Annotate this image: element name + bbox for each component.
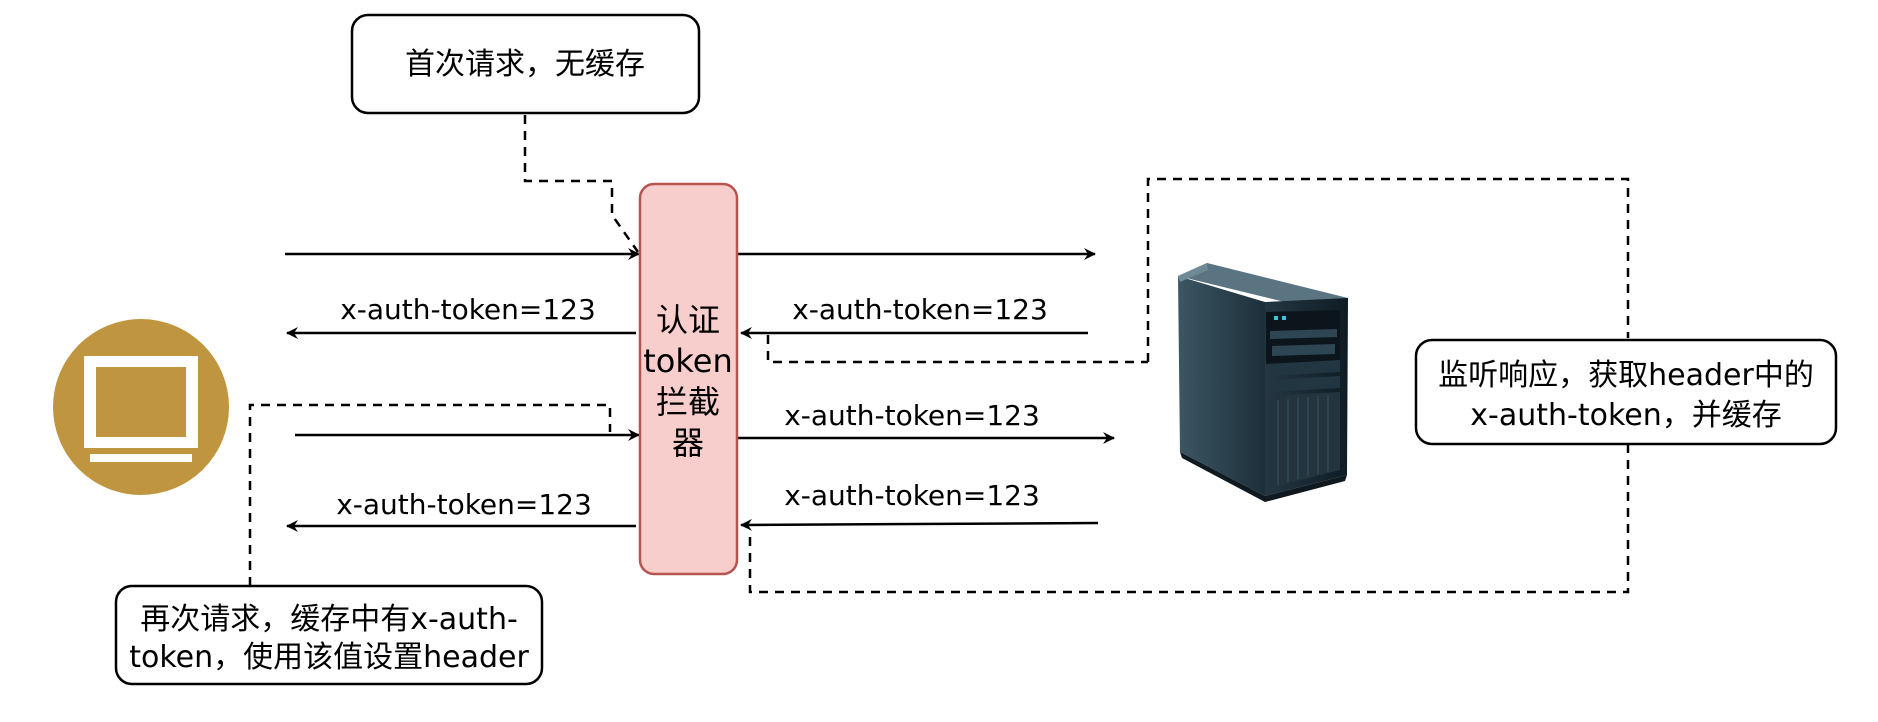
listen-response-note-line2: x-auth-token，并缓存 [1470,398,1781,433]
listen-response-note-box [1414,338,1838,446]
interceptor-label-line4: 器 [672,424,704,462]
server-response-listener-connector [1146,177,1630,362]
interceptor-label-line3: 拦截 [656,383,720,421]
interceptor-label-line2: token [643,342,732,380]
server-to-interceptor-response-2 [740,518,1099,531]
first-request-note-box [350,13,701,115]
second-request-note-box [114,584,544,686]
response-from-server-label-2: x-auth-token=123 [784,479,1040,512]
response-to-client-label-1: x-auth-token=123 [340,293,596,326]
listen-response-note-line1: 监听响应，获取header中的 [1438,358,1814,393]
second-request-note-connector [248,403,612,586]
server-response-listener-connector-lower [748,444,1630,594]
response-from-server-label-1: x-auth-token=123 [792,293,1048,326]
second-request-note: 再次请求，缓存中有x-auth- token，使用该值设置header [114,584,544,686]
second-request-note-line1: 再次请求，缓存中有x-auth- [140,602,518,637]
second-request-note-line2: token，使用该值设置header [129,640,529,675]
server-tower-icon [1178,263,1348,502]
interceptor-label-line1: 认证 [656,301,720,339]
response-to-client-label-2: x-auth-token=123 [336,488,592,521]
listen-response-note: 监听响应，获取header中的 x-auth-token，并缓存 [1414,338,1838,446]
interceptor-box [638,182,739,576]
first-request-note: 首次请求，无缓存 [350,13,701,115]
first-request-note-connector [523,115,640,253]
client-monitor-icon [53,319,229,495]
first-request-note-text: 首次请求，无缓存 [405,47,645,82]
auth-token-interceptor[interactable]: 认证 token 拦截 器 [638,182,739,576]
request-to-server-label-2: x-auth-token=123 [784,399,1040,432]
interceptor-to-listener-connector [766,335,1148,364]
